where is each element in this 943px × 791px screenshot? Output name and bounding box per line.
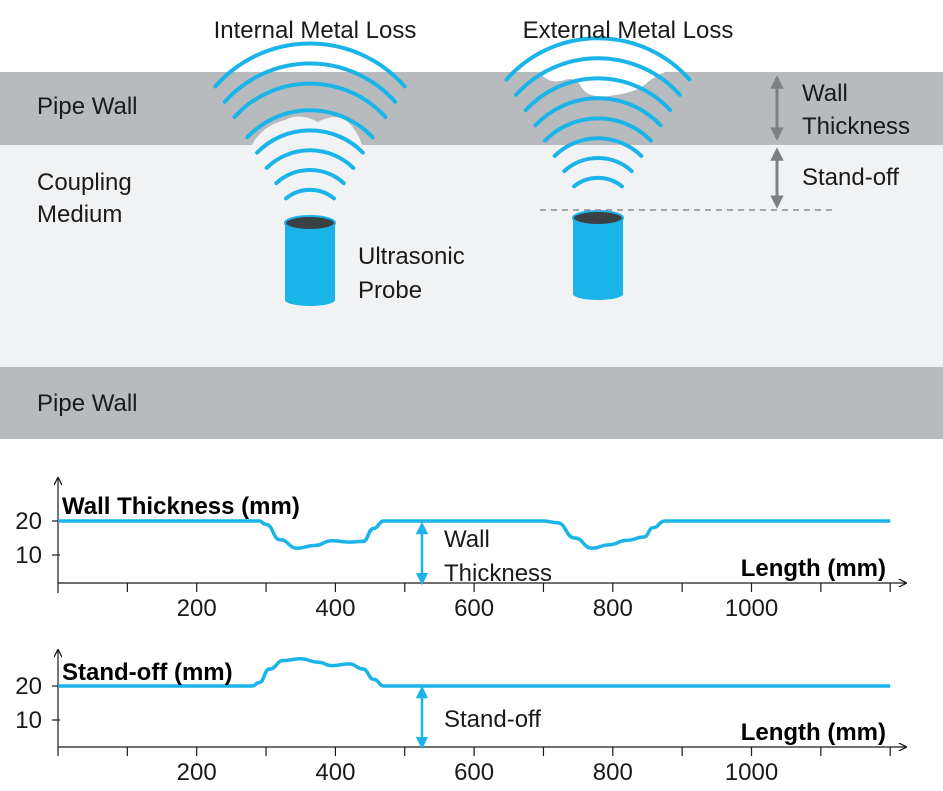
- pipe-wall-bottom: [0, 367, 943, 439]
- chart1-y-tick-label: 10: [15, 542, 42, 569]
- chart2-x-tick-label: 200: [177, 759, 217, 786]
- coupling-medium-area: [0, 145, 943, 367]
- standoff-label: Stand-off: [802, 164, 899, 191]
- chart1-title: Wall Thickness (mm): [62, 493, 300, 520]
- chart1-x-tick-label: 600: [454, 595, 494, 622]
- chart1-y-tick-label: 20: [15, 508, 42, 535]
- wall-thickness-label-1: Wall: [802, 80, 848, 107]
- ultrasonic-waves-internal: [213, 41, 407, 201]
- chart2-x-tick-label: 600: [454, 759, 494, 786]
- standoff-series-line: [58, 657, 891, 688]
- chart1-x-tick-label: 200: [177, 595, 217, 622]
- pipe-wall-top: [0, 72, 943, 145]
- chart2-y-tick-label: 20: [15, 673, 42, 700]
- wall-thickness-label-2: Thickness: [802, 113, 910, 140]
- chart1-x-tick-label: 400: [315, 595, 355, 622]
- pipe-wall-label-bottom: Pipe Wall: [37, 390, 137, 417]
- probe-label-2: Probe: [358, 277, 422, 304]
- chart2-y-tick-label: 10: [15, 707, 42, 734]
- coupling-medium-label-2: Medium: [37, 201, 122, 228]
- external-metal-loss-pit: [540, 72, 665, 97]
- internal-metal-loss-title: Internal Metal Loss: [214, 17, 417, 44]
- probe-label-1: Ultrasonic: [358, 243, 465, 270]
- chart1-x-tick-label: 1000: [725, 595, 778, 622]
- coupling-medium-label-1: Coupling: [37, 169, 132, 196]
- standoff-chart: 200 400 600 800 1000 20 10 Stand-off (mm) Len…: [15, 650, 906, 786]
- chart2-x-tick-label: 1000: [725, 759, 778, 786]
- chart1-annotation-1: Wall: [444, 526, 490, 553]
- wall-thickness-chart: 200 400 600 800 1000 20 10 Wall Thickness (mm…: [15, 478, 906, 622]
- chart2-x-tick-label: 400: [315, 759, 355, 786]
- chart2-xlabel: Length (mm): [741, 719, 886, 746]
- external-metal-loss-title: External Metal Loss: [523, 17, 734, 44]
- ultrasonic-probe-internal: [284, 215, 336, 306]
- chart1-annotation-2: Thickness: [444, 560, 552, 587]
- chart1-xlabel: Length (mm): [741, 555, 886, 582]
- chart2-annotation: Stand-off: [444, 706, 541, 733]
- ultrasonic-probe-external: [572, 210, 624, 300]
- wall-thickness-series-line: [57, 519, 891, 550]
- ultrasonic-waves-external: [504, 36, 692, 189]
- pipe-wall-label-top: Pipe Wall: [37, 93, 137, 120]
- chart2-title: Stand-off (mm): [62, 659, 233, 686]
- chart2-x-tick-label: 800: [593, 759, 633, 786]
- chart1-x-tick-label: 800: [593, 595, 633, 622]
